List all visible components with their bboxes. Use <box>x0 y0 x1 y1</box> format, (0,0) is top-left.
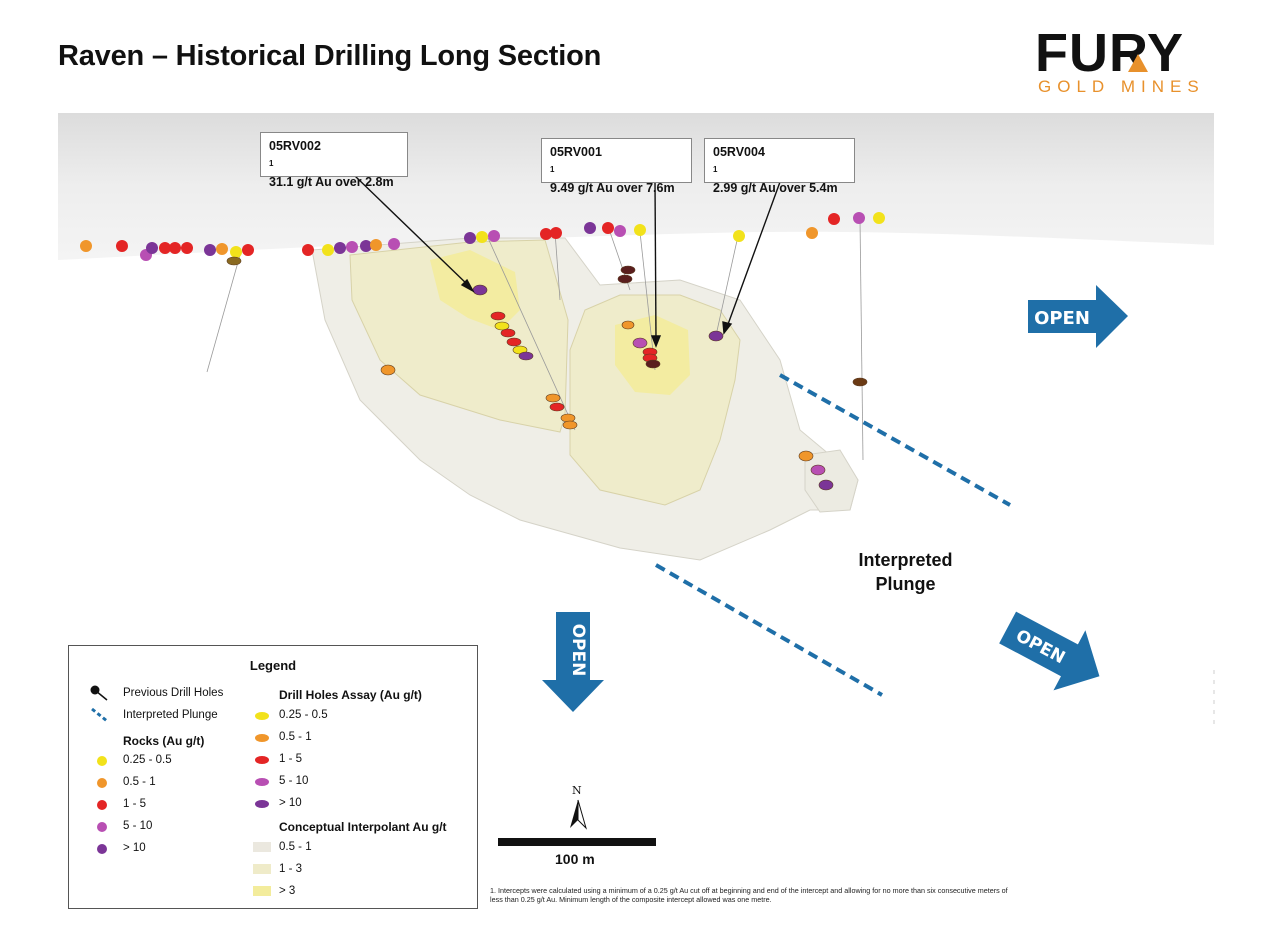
logo-triangle-icon <box>1128 54 1148 72</box>
legend-rock-swatch <box>97 756 107 766</box>
callout-hole-id: 05RV002 <box>269 139 321 153</box>
callout-result: 31.1 g/t Au over 2.8m <box>269 175 394 189</box>
callout-hole-id: 05RV004 <box>713 145 765 159</box>
legend-assay-label: 0.25 - 0.5 <box>279 709 328 721</box>
drill-hole-traces <box>206 219 864 461</box>
legend-rock-swatch <box>97 800 107 810</box>
logo-wordmark: FURY <box>1035 23 1184 83</box>
callout-footnote-ref: 1 <box>550 165 555 174</box>
open-arrow-east: OPEN <box>1028 285 1128 348</box>
north-label: N <box>572 784 582 797</box>
legend-assay-swatch <box>255 712 269 720</box>
legend-interpolant-swatch <box>253 886 271 896</box>
callout-result: 2.99 g/t Au over 5.4m <box>713 181 838 195</box>
legend-rock-label: 0.25 - 0.5 <box>123 754 172 766</box>
drill-hole-symbol-icon <box>90 685 108 701</box>
company-logo: FURY GOLD MINES <box>1035 22 1215 98</box>
legend-interpolant-label: > 3 <box>279 885 296 897</box>
callout-result: 9.49 g/t Au over 7.6m <box>550 181 675 195</box>
legend-interpolant-heading: Conceptual Interpolant Au g/t <box>279 820 447 834</box>
north-arrow-icon <box>570 799 588 830</box>
callout-footnote-ref: 1 <box>269 159 274 168</box>
plunge-label-line-1: Interpreted <box>858 550 953 570</box>
legend-rocks-heading: Rocks (Au g/t) <box>123 734 205 748</box>
legend-assay-label: > 10 <box>279 797 302 809</box>
plunge-symbol-icon <box>91 707 108 723</box>
surface-rock-samples <box>80 212 885 261</box>
scale-bar <box>498 838 656 846</box>
legend-previous-drill-holes: Previous Drill Holes <box>123 687 224 699</box>
legend-assay-swatch <box>255 734 269 742</box>
callout-05rv002: 05RV002 1 31.1 g/t Au over 2.8m <box>260 132 408 189</box>
svg-text:OPEN: OPEN <box>1034 308 1090 329</box>
legend-assay-label: 1 - 5 <box>279 753 303 765</box>
map-legend: Legend Previous Drill Holes Interpreted … <box>68 645 478 909</box>
legend-assay-swatch <box>255 800 269 808</box>
legend-rock-swatch <box>97 778 107 788</box>
open-arrow-south: OPEN <box>542 612 604 712</box>
legend-rock-label: 1 - 5 <box>123 798 147 810</box>
interpolant-shell-mid-east <box>569 294 741 506</box>
plunge-label-line-2: Plunge <box>875 574 936 594</box>
logo-tagline: GOLD MINES <box>1038 77 1205 96</box>
legend-assay-swatch <box>255 756 269 764</box>
footnote: 1. Intercepts were calculated using a mi… <box>490 886 1008 904</box>
callout-hole-id: 05RV001 <box>550 145 602 159</box>
legend-assay-swatch <box>255 778 269 786</box>
callout-05rv001: 05RV001 1 9.49 g/t Au over 7.6m <box>541 138 692 195</box>
callout-footnote-ref: 1 <box>713 165 718 174</box>
callout-leaders <box>354 175 781 348</box>
callout-05rv004: 05RV004 1 2.99 g/t Au over 5.4m <box>704 138 855 195</box>
legend-rock-label: 0.5 - 1 <box>123 776 156 788</box>
open-arrow-southeast: OPEN <box>999 611 1100 691</box>
legend-title: Legend <box>249 658 297 673</box>
drill-hole-assays <box>226 256 868 491</box>
legend-interpolant-swatch <box>253 842 271 852</box>
legend-rock-swatch <box>97 844 107 854</box>
legend-rock-label: 5 - 10 <box>123 820 153 832</box>
legend-interpolant-label: 1 - 3 <box>279 863 303 875</box>
legend-rock-label: > 10 <box>123 842 146 854</box>
legend-rock-swatch <box>97 822 107 832</box>
interpreted-plunge-label: Interpreted Plunge <box>848 548 963 596</box>
scale-bar-label: 100 m <box>555 851 595 867</box>
legend-assay-label: 5 - 10 <box>279 775 309 787</box>
legend-interpolant-swatch <box>253 864 271 874</box>
legend-assay-label: 0.5 - 1 <box>279 731 312 743</box>
page-title: Raven – Historical Drilling Long Section <box>58 40 602 72</box>
legend-assay-heading: Drill Holes Assay (Au g/t) <box>279 688 422 702</box>
svg-text:OPEN: OPEN <box>568 624 588 677</box>
legend-interpolant-label: 0.5 - 1 <box>279 841 312 853</box>
interpreted-plunge-lines <box>655 373 1011 697</box>
legend-interpreted-plunge: Interpreted Plunge <box>123 709 218 721</box>
